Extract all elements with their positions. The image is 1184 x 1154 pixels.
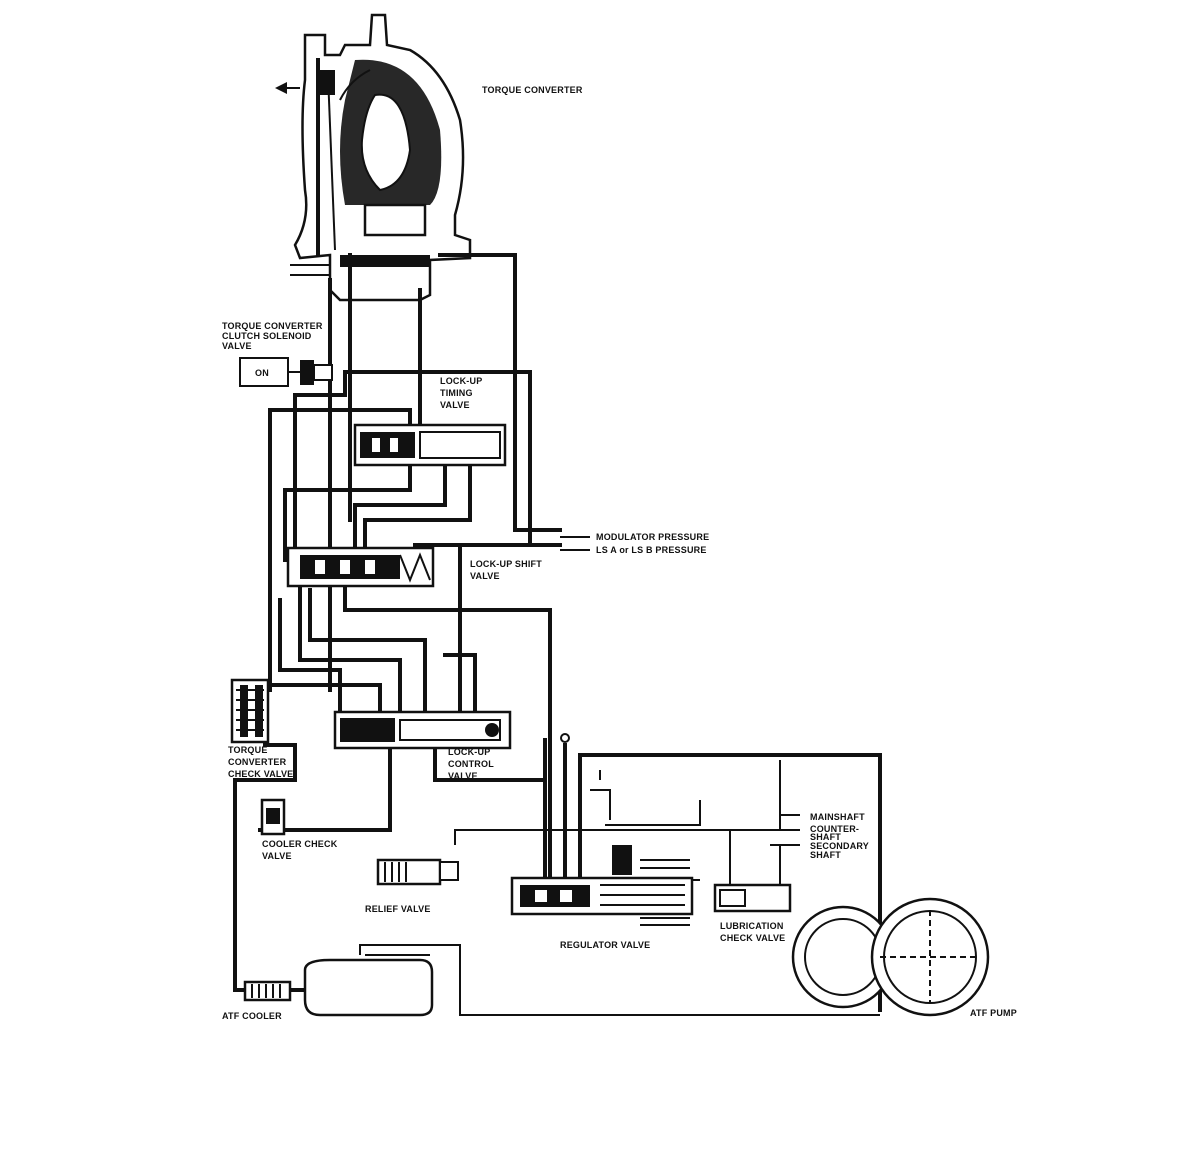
label-lockup-control-1: LOCK-UP: [448, 747, 490, 757]
label-ls-pressure: LS A or LS B PRESSURE: [596, 545, 707, 555]
label-relief-valve: RELIEF VALVE: [365, 904, 431, 914]
label-atf-cooler: ATF COOLER: [222, 1011, 282, 1021]
label-regulator-valve: REGULATOR VALVE: [560, 940, 650, 950]
label-mainshaft: MAINSHAFT: [810, 812, 865, 822]
label-lockup-timing-3: VALVE: [440, 400, 470, 410]
label-lockup-control-2: CONTROL: [448, 759, 494, 769]
label-modulator-pressure: MODULATOR PRESSURE: [596, 532, 709, 542]
label-lubrication-1: LUBRICATION: [720, 921, 784, 931]
label-torque-converter: TORQUE CONVERTER: [482, 85, 583, 95]
label-lubrication-2: CHECK VALVE: [720, 933, 785, 943]
svg-text:ON: ON: [255, 368, 269, 378]
label-lockup-timing-2: TIMING: [440, 388, 473, 398]
label-tcc-solenoid-2: CLUTCH SOLENOID: [222, 331, 312, 341]
label-lockup-timing-1: LOCK-UP: [440, 376, 482, 386]
label-lockup-shift-2: VALVE: [470, 571, 500, 581]
torque-converter-check-valve: [230, 678, 270, 744]
label-tc-check-2: CONVERTER: [228, 757, 287, 767]
relief-valve: [376, 858, 459, 886]
torque-converter: [275, 13, 472, 302]
regulator-valve: [510, 845, 694, 926]
lockup-control-valve: [333, 710, 512, 750]
lockup-timing-valve: [353, 423, 507, 467]
tcc-solenoid-valve: ON: [239, 357, 333, 387]
label-tcc-solenoid-3: VALVE: [222, 341, 252, 351]
label-countershaft-1: COUNTER-: [810, 824, 859, 834]
label-secondary-1: SECONDARY: [810, 841, 869, 851]
atf-reservoir: [303, 958, 434, 1017]
label-tcc-solenoid-1: TORQUE CONVERTER: [222, 321, 323, 331]
label-countershaft-2: SHAFT: [810, 832, 841, 842]
atf-pump: [791, 897, 990, 1017]
hydraulic-lines: [233, 253, 882, 1016]
label-tc-check-3: CHECK VALVE: [228, 769, 293, 779]
cooler-check-valve: [260, 798, 286, 836]
atf-cooler: [243, 980, 292, 1002]
label-cooler-check-2: VALVE: [262, 851, 292, 861]
label-lockup-control-3: VALVE: [448, 771, 478, 781]
label-cooler-check-1: COOLER CHECK: [262, 839, 338, 849]
label-lockup-shift-1: LOCK-UP SHIFT: [470, 559, 542, 569]
label-secondary-2: SHAFT: [810, 850, 841, 860]
label-tc-check-1: TORQUE: [228, 745, 268, 755]
labels: TORQUE CONVERTER TORQUE CONVERTER CLUTCH…: [222, 85, 1017, 1021]
lockup-shift-valve: [286, 546, 435, 588]
pressure-leaders: [560, 536, 590, 551]
flow-arrow-icon: [275, 82, 300, 94]
lubrication-check-valve: [713, 883, 792, 913]
label-atf-pump: ATF PUMP: [970, 1008, 1017, 1018]
